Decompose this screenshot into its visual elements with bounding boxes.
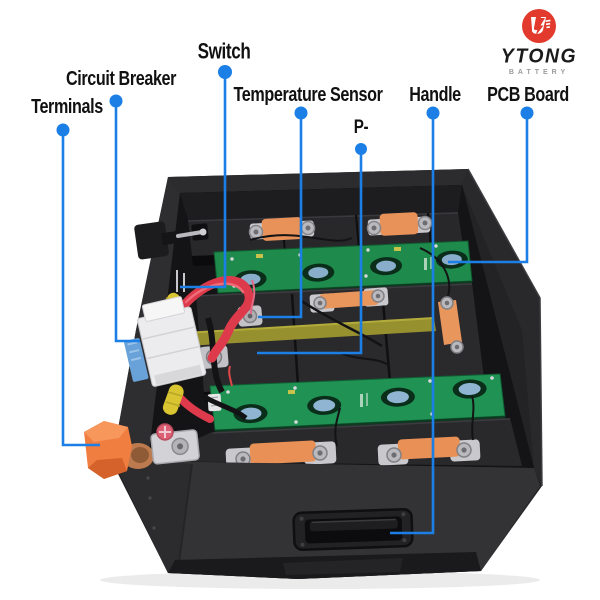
label-temperature-sensor: Temperature Sensor [233,82,383,107]
label-switch: Switch [197,38,251,64]
dot-p-minus [355,143,367,155]
dot-terminals [56,123,70,137]
label-terminals: Terminals [31,94,103,119]
circuit-breaker-device [124,296,207,387]
busbar-middle-right [438,296,464,354]
leader-terminals [61,130,100,447]
orange-terminal-block [84,421,132,479]
brand-logo: YTONG BATTERY [489,7,589,76]
busbar-front-2 [377,436,481,466]
busbar-middle [309,287,389,313]
handle [292,507,414,551]
label-p-minus: P- [353,117,369,138]
dot-temperature-sensor [294,106,308,120]
brand-logo-icon [522,9,556,43]
dot-circuit-breaker [109,94,123,108]
leader-circuit-breaker [114,101,140,343]
leader-dots [56,65,534,155]
leader-lines [61,72,529,535]
terminal-hardware [84,421,200,479]
ground-shadow [100,571,540,589]
label-handle: Handle [409,82,461,107]
leader-p-minus [257,149,363,355]
leader-pcb-board [448,113,529,264]
dot-pcb-board [520,106,534,120]
leader-handle [390,113,435,535]
label-pcb-board: PCB Board [487,82,569,107]
leader-temperature-sensor [258,113,303,319]
label-circuit-breaker: Circuit Breaker [65,66,177,91]
brand-name: YTONG [500,45,578,68]
leader-switch [180,72,227,289]
switch-component [176,270,185,292]
dot-switch [218,65,232,79]
wall-knob [134,221,209,260]
back-inner-wall [180,185,462,220]
busbar-back-2 [366,212,433,236]
brand-subtitle: BATTERY [508,69,570,76]
battery-interior [148,185,534,468]
dot-handle [426,106,440,120]
